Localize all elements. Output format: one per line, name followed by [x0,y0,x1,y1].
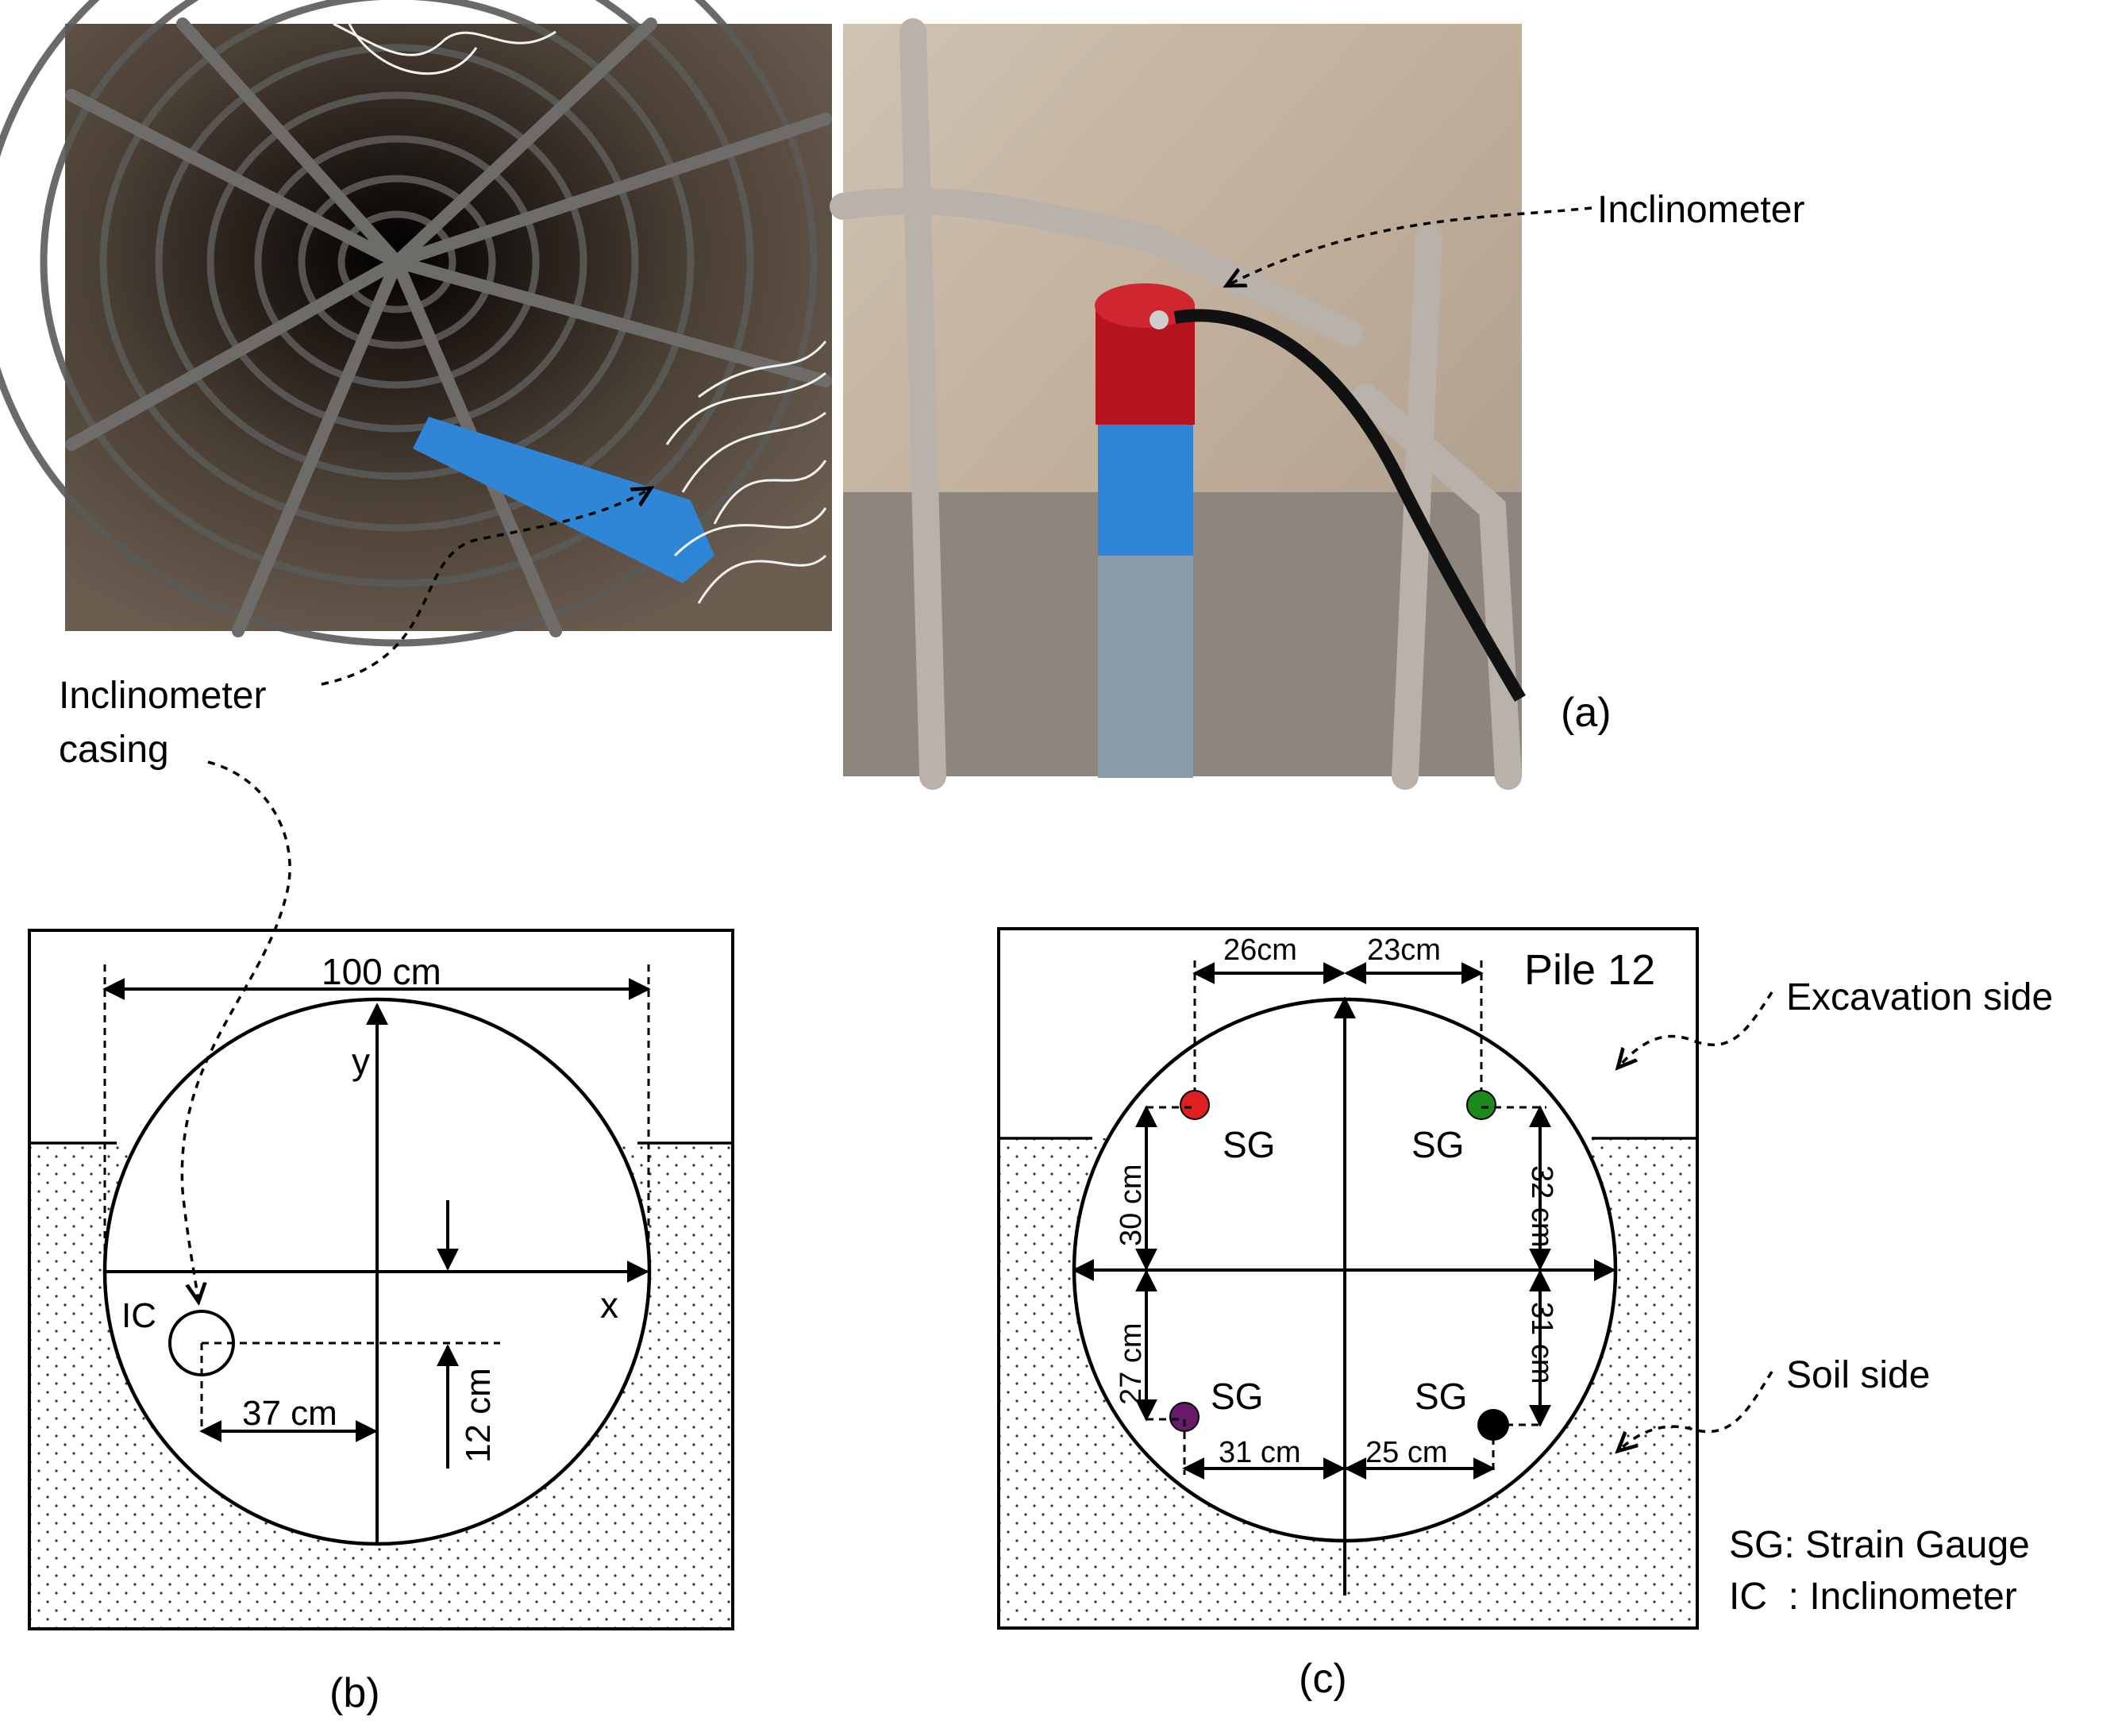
inclinometer-callout-line [1227,206,1592,286]
pile-c-left-lower-label: 27 cm [1115,1323,1148,1405]
panel-b-diagram: 100 cm y x IC 37 cm 12 cm [28,929,734,1630]
inclinometer-callout: Inclinometer [1597,189,1804,231]
strain-gauge-top-left [1180,1090,1210,1120]
casing-callout-line2: casing [59,729,169,771]
strain-gauge-bottom-left [1169,1402,1200,1432]
pile-c-right-upper-label: 32 cm [1525,1165,1558,1247]
gauge-label-bottom-right: SG [1415,1376,1467,1417]
legend-ic: IC : Inclinometer [1729,1576,2017,1618]
pile-c-top-left-label: 26cm [1223,933,1297,967]
pile-c-left-upper-label: 30 cm [1115,1164,1148,1246]
casing-callout-line1: Inclinometer [59,675,266,717]
gauge-label-top-right: SG [1411,1124,1464,1165]
photo-rebar-cage [0,0,832,647]
pile-c-bottom-left-label: 31 cm [1219,1436,1300,1469]
legend-sg: SG: Strain Gauge [1729,1524,2030,1566]
pile-b-dy-label: 12 cm [459,1368,498,1463]
pile-b-dx-label: 37 cm [242,1394,337,1433]
panel-label-a: (a) [1561,690,1612,736]
pile-c-right-lower-label: 31 cm [1525,1302,1558,1384]
strain-gauge-top-right [1466,1090,1496,1120]
soil-side-callout-line [1618,1371,1773,1451]
pile-b-width-label: 100 cm [322,951,441,992]
panel-label-c: (c) [1299,1656,1347,1702]
excavation-side-callout-line [1618,991,1773,1068]
casing-callout-line-to-photo [321,488,651,686]
pile-c-top-right-label: 23cm [1367,933,1441,967]
soil-side-label: Soil side [1786,1354,1930,1396]
excavation-side-label: Excavation side [1786,976,2053,1018]
gauge-label-top-left: SG [1223,1124,1275,1165]
pile-b-ic-label: IC [121,1296,156,1335]
pile-c-bottom-right-label: 25 cm [1365,1436,1447,1469]
gauge-label-bottom-left: SG [1211,1376,1263,1417]
casing-callout-line-to-diagram [180,760,291,1302]
panel-label-b: (b) [329,1670,380,1716]
pile-c-title: Pile 12 [1524,946,1655,994]
pile-b-x-axis-label: x [600,1284,618,1326]
pile-b-y-axis-label: y [352,1041,370,1082]
panel-c-diagram: Pile 12 26cm 23cm SG SG SG SG 30 cm 27 c… [997,927,1699,1630]
photo-inclinometer-probe [830,18,1526,790]
